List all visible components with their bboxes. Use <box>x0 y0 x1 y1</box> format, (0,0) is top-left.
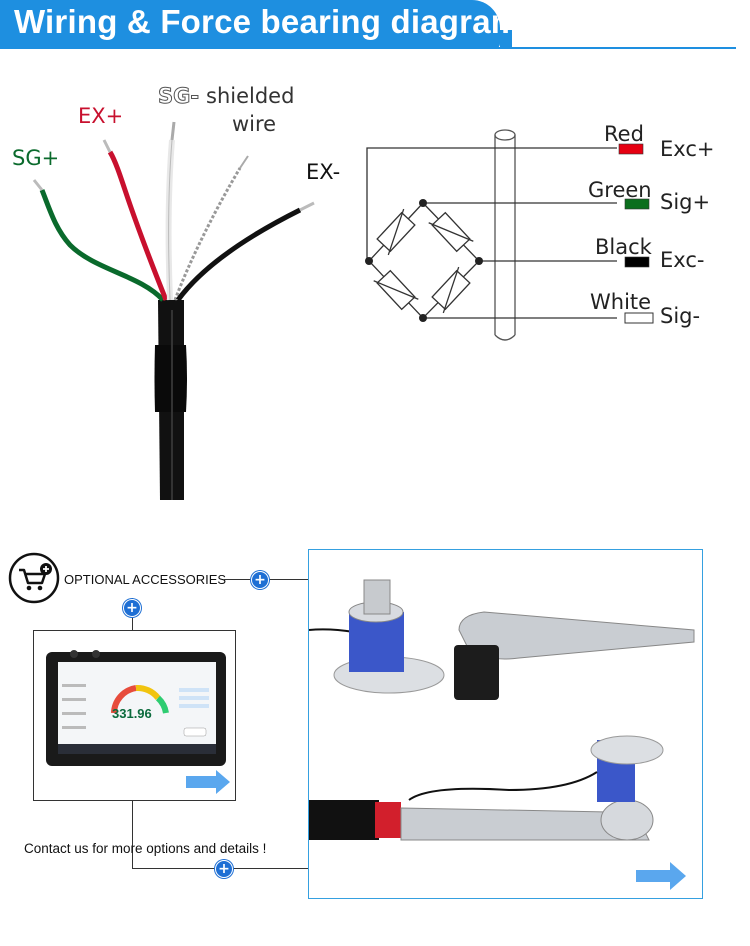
swatch-black <box>624 256 650 268</box>
wire-white-tip <box>170 121 176 141</box>
torque-sensor-photo <box>309 579 695 841</box>
wire-black-tip <box>299 201 315 212</box>
contact-text: Contact us for more options and details … <box>24 841 267 856</box>
bridge-diagram <box>365 129 654 341</box>
label-shielded-wire: wire <box>232 112 277 136</box>
header-rule <box>0 47 736 49</box>
wire-red <box>107 150 169 301</box>
label-sg-plus: SG+ <box>12 146 60 170</box>
heat-shrink <box>154 345 187 412</box>
cable-illustration <box>32 121 315 500</box>
bridge-diamond <box>368 202 480 319</box>
arrow-icon-photo[interactable] <box>636 862 688 890</box>
wire-red-tip <box>102 139 112 153</box>
accessories-label: OPTIONAL ACCESSORIES <box>64 572 227 587</box>
label-sg-minus: SG- <box>157 84 200 109</box>
arrow-icon-display[interactable] <box>186 770 232 794</box>
shield-bottom <box>494 334 516 341</box>
display-device <box>46 650 226 766</box>
signal-sig-plus: Sig+ <box>660 190 711 214</box>
wire-shield-tip <box>239 155 249 169</box>
header-banner <box>0 0 500 48</box>
label-shielded: shielded <box>206 84 295 108</box>
signal-exc-minus: Exc- <box>660 248 705 272</box>
resistor-4 <box>431 266 471 314</box>
resistor-1 <box>376 208 416 256</box>
resistor-3 <box>373 269 419 311</box>
signal-sig-minus: Sig- <box>660 304 701 328</box>
label-ex-minus: EX- <box>306 160 341 184</box>
wire-green-tip <box>32 179 44 191</box>
swatch-red <box>618 143 644 155</box>
color-red: Red <box>604 122 644 146</box>
wire-green <box>39 189 165 302</box>
plus-icon-top[interactable]: + <box>251 571 269 589</box>
cart-add-icon <box>8 552 60 604</box>
header-tail <box>500 30 512 48</box>
page-title: Wiring & Force bearing diagram <box>14 3 521 40</box>
color-white: White <box>590 290 652 314</box>
swatch-green <box>624 198 650 210</box>
color-green: Green <box>588 178 652 202</box>
wire-black <box>175 207 302 302</box>
label-ex-plus: EX+ <box>78 104 124 128</box>
connector-bottom <box>132 800 133 868</box>
resistor-2 <box>428 211 474 253</box>
plus-icon-left[interactable]: + <box>123 599 141 617</box>
swatch-white <box>624 312 654 324</box>
color-black: Black <box>595 235 652 259</box>
wire-shield <box>173 167 242 301</box>
signal-exc-plus: Exc+ <box>660 137 715 161</box>
display-value: 331.96 <box>112 706 152 721</box>
plus-icon-bottom[interactable]: + <box>215 860 233 878</box>
shield-top <box>494 129 516 141</box>
